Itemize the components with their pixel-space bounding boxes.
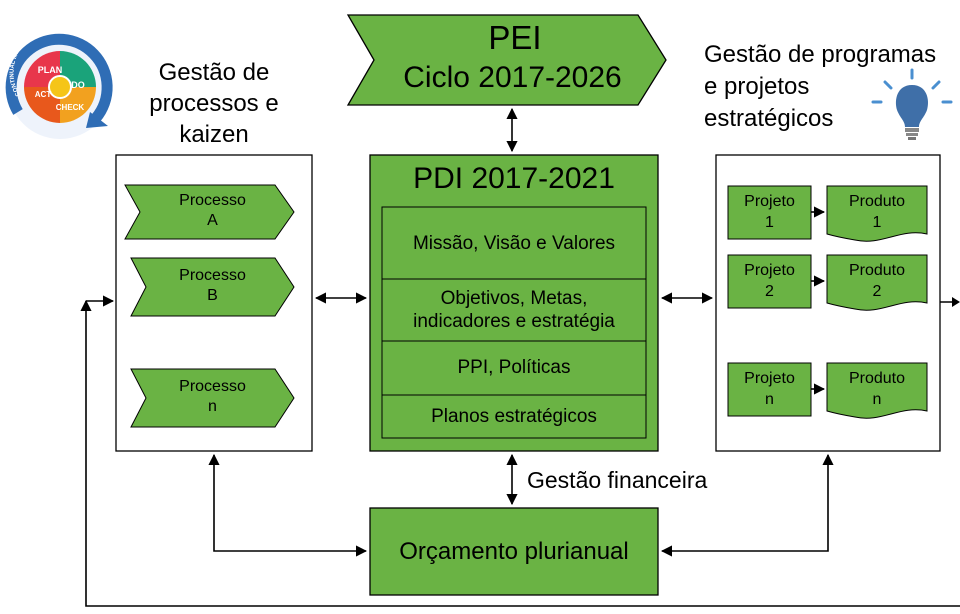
project-2-label: Projeto 2: [744, 262, 795, 300]
budget-projects-connector: [660, 453, 834, 557]
pdi-item-mission: [381, 206, 647, 280]
projects-title-line-2: e projetos: [704, 73, 810, 100]
pdca-logo: PLAN DO CHECK ACT CONTINUAL IMPROVEMENT: [5, 27, 113, 139]
processes-title-line-1: Gestão de: [158, 59, 270, 86]
pdi-item-plans-label: Planos estratégicos: [431, 406, 597, 427]
process-a-label: Processo A: [179, 192, 246, 229]
product-n-label: Produto n: [848, 370, 906, 408]
financial-management-label: Gestão financeira: [527, 467, 708, 493]
project-1-box: [727, 185, 812, 240]
pdi-title: PDI 2017-2021: [413, 162, 615, 195]
pei-chevron: [346, 14, 667, 106]
pdi-item-objectives-label: Objetivos, Metas, indicadores e estratég…: [413, 288, 615, 332]
feedback-right-arrowhead: [952, 297, 960, 307]
feedback-loop-bottom: [80, 299, 960, 607]
pdca-plan-label: PLAN: [38, 65, 63, 75]
projects-title-line-1: Gestão de programas: [704, 41, 937, 68]
budget-processes-connector: [208, 453, 368, 557]
product-2-label: Produto 2: [848, 262, 906, 300]
pdi-item-ppi-label: PPI, Políticas: [457, 357, 571, 378]
processes-title-line-3: kaizen: [179, 121, 249, 148]
product-1-label: Produto 1: [848, 193, 906, 231]
process-b-chevron: [130, 257, 295, 317]
pdca-check-label: CHECK: [56, 103, 85, 112]
project-2-box: [727, 254, 812, 309]
pei-title: PEI: [488, 19, 542, 56]
budget-label: Orçamento plurianual: [399, 538, 629, 565]
pei-cycle: Ciclo 2017-2026: [403, 61, 622, 94]
process-n-chevron: [130, 368, 295, 428]
projects-title-line-3: estratégicos: [704, 105, 834, 132]
project-n-box: [727, 362, 812, 417]
pdca-act-label: ACT: [35, 90, 52, 99]
budget-box: [369, 507, 659, 596]
pdca-do-label: DO: [71, 80, 85, 90]
product-n-document: [826, 362, 928, 419]
projects-panel-title: Gestão de programas e projetos estratégi…: [704, 39, 936, 135]
process-n-label: Processo n: [179, 378, 246, 415]
project-n-label: Projeto n: [744, 370, 795, 408]
pdi-item-objectives: [381, 278, 647, 342]
processes-title-line-2: processos e: [149, 90, 279, 117]
pdi-item-mission-label: Missão, Visão e Valores: [412, 233, 616, 254]
pdi-item-plans: [381, 394, 647, 439]
pdi-item-ppi: [381, 340, 647, 396]
project-1-label: Projeto 1: [744, 193, 795, 231]
process-b-label: Processo B: [179, 267, 246, 304]
processes-panel-title: Gestão de processos e kaizen: [120, 57, 308, 150]
process-a-chevron: [124, 184, 295, 240]
product-2-document: [826, 254, 928, 311]
product-1-document: [826, 185, 928, 242]
lightbulb-icon: [871, 68, 953, 140]
